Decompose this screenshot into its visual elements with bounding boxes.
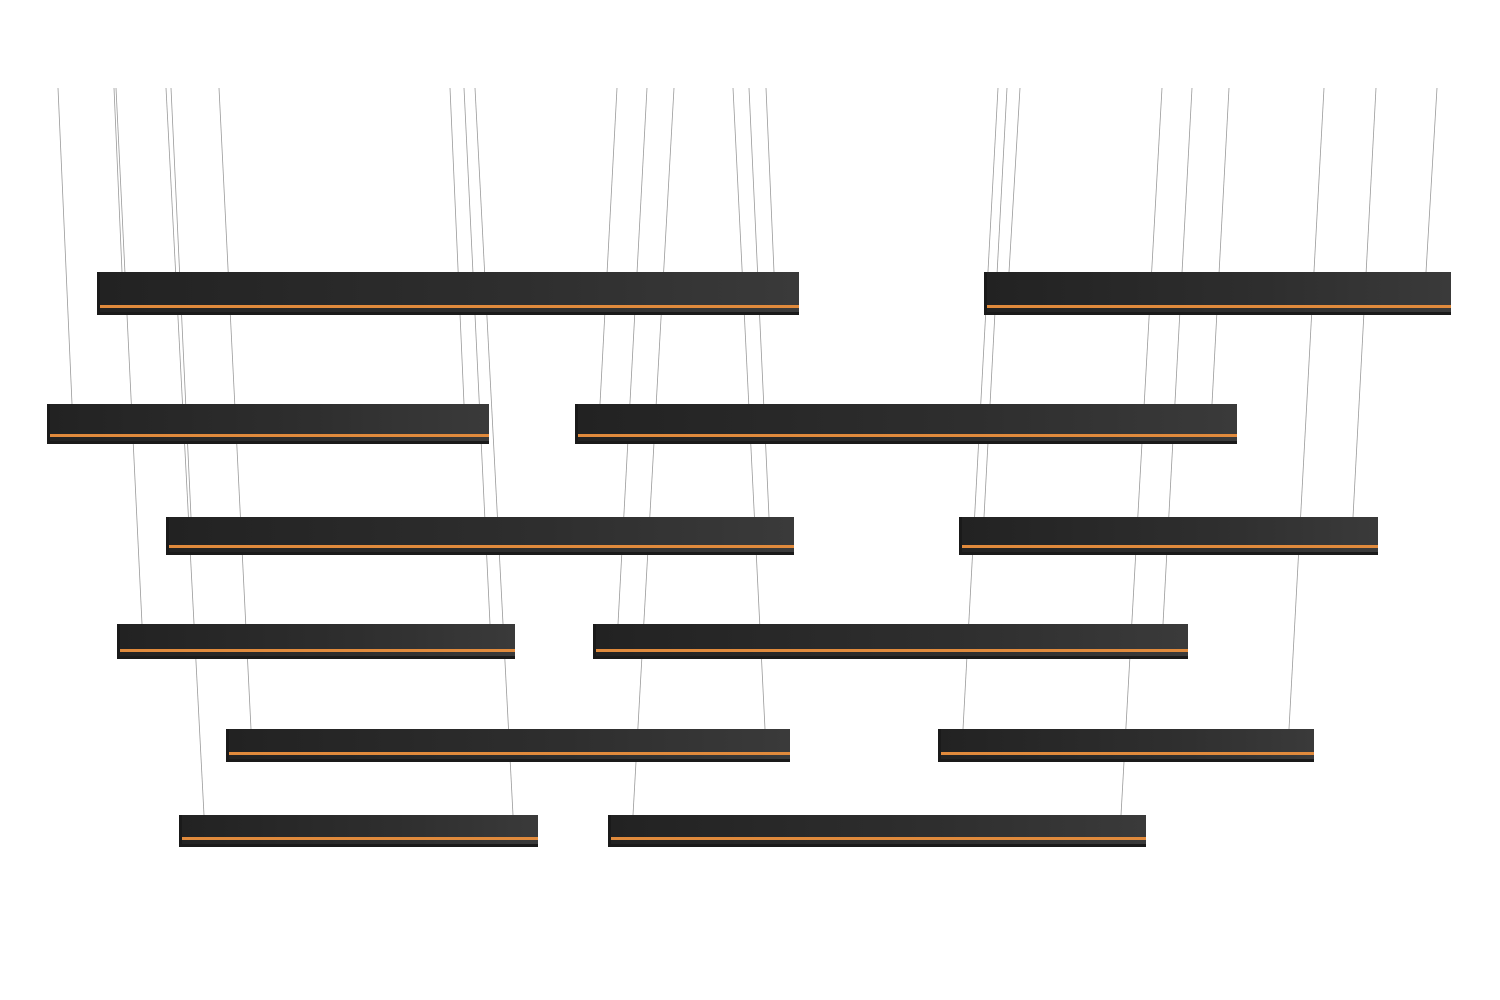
fixture-body (97, 272, 799, 315)
led-light-strip (97, 305, 799, 308)
suspension-wire (1288, 87, 1325, 730)
fixture-end-cap (117, 624, 120, 659)
fixture-body (593, 624, 1188, 659)
fixture-body (166, 517, 794, 555)
suspension-wire (632, 87, 675, 816)
led-light-strip (47, 434, 489, 437)
suspension-wire (599, 87, 618, 405)
linear-pendant-fixtures (47, 272, 1451, 847)
suspension-wire (165, 87, 205, 816)
fixture-end-cap (47, 404, 50, 444)
led-light-strip (166, 545, 794, 548)
fixture-end-cap (97, 272, 100, 315)
fixture-bottom-edge (97, 312, 799, 315)
led-light-strip (938, 752, 1314, 755)
fixture-body (117, 624, 515, 659)
led-light-strip (608, 837, 1146, 840)
fixture-end-cap (179, 815, 182, 847)
fixture-end-cap (938, 729, 941, 762)
suspension-wire (474, 87, 514, 816)
fixture-body (47, 404, 489, 444)
led-light-strip (575, 434, 1237, 437)
fixture-body (984, 272, 1451, 315)
led-light-strip (226, 752, 790, 755)
led-light-strip (984, 305, 1451, 308)
fixture-body (226, 729, 790, 762)
fixture-bottom-edge (959, 552, 1378, 555)
suspension-wire (449, 87, 465, 405)
fixture-bottom-edge (117, 656, 515, 659)
fixture-body (575, 404, 1237, 444)
fixture-bottom-edge (938, 759, 1314, 762)
fixture-body (179, 815, 538, 847)
fixture-bottom-edge (226, 759, 790, 762)
suspension-wire (1008, 87, 1021, 273)
fixture-end-cap (575, 404, 578, 444)
suspension-wire (765, 87, 775, 273)
fixture-bottom-edge (575, 441, 1237, 444)
fixture-bottom-edge (179, 844, 538, 847)
led-light-strip (593, 649, 1188, 652)
led-light-strip (117, 649, 515, 652)
suspension-wire (57, 87, 73, 405)
fixture-bottom-edge (984, 312, 1451, 315)
led-light-strip (959, 545, 1378, 548)
suspension-wires (57, 87, 1438, 816)
fixture-body (608, 815, 1146, 847)
fixture-end-cap (984, 272, 987, 315)
suspension-wire (113, 87, 123, 273)
fixture-end-cap (608, 815, 611, 847)
suspension-wire (115, 87, 143, 625)
fixture-end-cap (959, 517, 962, 555)
fixture-bottom-edge (608, 844, 1146, 847)
fixture-body (959, 517, 1378, 555)
suspension-wire (1120, 87, 1163, 816)
suspension-wire (1425, 87, 1438, 273)
fixture-bottom-edge (593, 656, 1188, 659)
fixture-body (938, 729, 1314, 762)
led-light-strip (179, 837, 538, 840)
suspension-wire (1211, 87, 1230, 405)
fixture-bottom-edge (166, 552, 794, 555)
fixture-end-cap (593, 624, 596, 659)
fixture-end-cap (166, 517, 169, 555)
fixture-bottom-edge (47, 441, 489, 444)
fixture-end-cap (226, 729, 229, 762)
